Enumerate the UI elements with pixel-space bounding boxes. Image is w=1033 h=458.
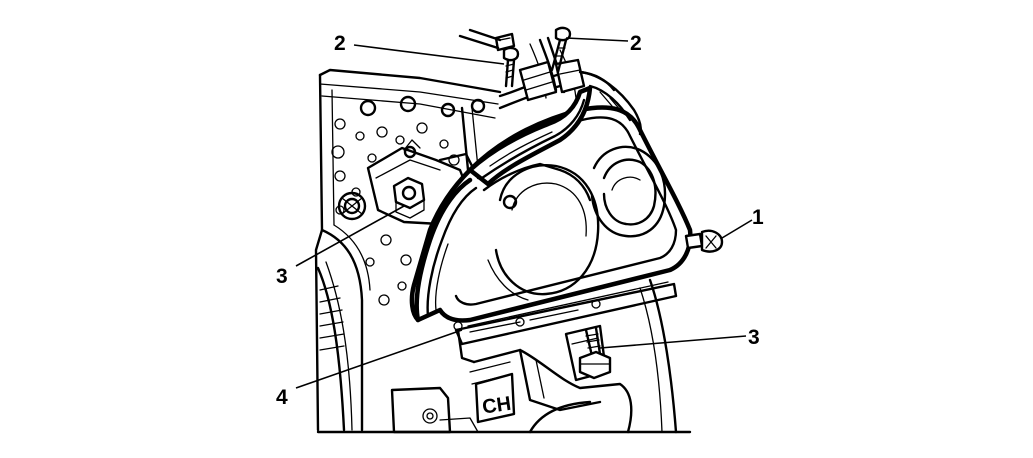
leader-bolt-top-right <box>565 37 629 42</box>
callout-labels: 2 2 1 3 3 4 <box>276 32 764 409</box>
bolt-top-right-fastener <box>550 26 572 74</box>
reflector-left <box>487 164 600 301</box>
reflector-right <box>590 145 667 238</box>
leader-nut-left <box>295 205 405 267</box>
callout-headlamp: 4 <box>276 386 288 409</box>
bolt-top-left-fastener <box>502 46 520 88</box>
callout-bolt-right: 1 <box>752 206 764 229</box>
leader-bolt-top-left <box>353 44 505 65</box>
panel-grommet <box>337 191 367 221</box>
housing-mark: CH <box>474 372 516 424</box>
callout-bolt-top-right: 2 <box>630 32 642 55</box>
leader-nut-bottom <box>599 335 747 349</box>
lens-lower-lip <box>453 281 678 364</box>
bolt-right-fastener <box>684 229 724 253</box>
housing-mark-text: CH <box>481 393 513 419</box>
nut-bottom-fastener <box>578 326 612 380</box>
callout-nut-left: 3 <box>276 265 288 288</box>
leader-headlamp <box>295 329 463 389</box>
leader-bolt-right <box>721 219 753 239</box>
leader-lines <box>295 37 753 389</box>
nut-left-fastener <box>392 176 426 219</box>
callout-nut-bottom: 3 <box>748 326 760 349</box>
callout-bolt-top-left: 2 <box>334 32 346 55</box>
